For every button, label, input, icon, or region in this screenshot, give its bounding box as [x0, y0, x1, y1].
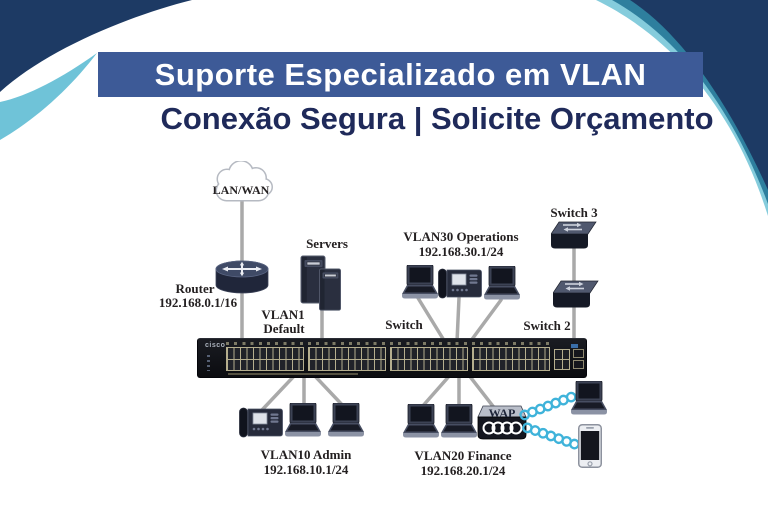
vlan10-label: VLAN10 Admin: [260, 447, 352, 462]
laptop-icon: [326, 403, 366, 439]
switch3-icon: [551, 221, 597, 251]
switch-sticker: [571, 344, 578, 348]
smartphone-icon: [578, 424, 602, 468]
laptop-icon: [401, 404, 441, 440]
vlan1-label-line1: VLAN1: [261, 307, 305, 322]
cisco-logo: cisco: [205, 342, 226, 349]
laptop-icon: [482, 266, 522, 302]
servers-icon: [300, 255, 346, 313]
sfp-slot: [573, 360, 584, 369]
laptop-icon: [439, 404, 479, 440]
left-teal-swoosh: [0, 53, 97, 140]
core-switch-icon: cisco: [197, 338, 587, 378]
port-group: [472, 347, 550, 371]
servers-label: Servers: [306, 236, 348, 251]
server-icon: [318, 268, 342, 312]
switch-label: Switch: [385, 317, 423, 332]
header-decoration: [0, 0, 768, 216]
cloud-label: LAN/WAN: [212, 183, 270, 197]
switch2-icon: [553, 280, 599, 310]
vlan30-ip-label: 192.168.30.1/24: [418, 244, 504, 259]
banner-title-box: Suporte Especializado em VLAN: [98, 52, 703, 97]
connection-line: [468, 298, 503, 344]
port-number-strip: [226, 342, 550, 345]
right-corner-swoosh: [630, 0, 768, 190]
switch-led-column: [207, 355, 210, 371]
banner-subtitle: Conexão Segura | Solicite Orçamento: [160, 101, 714, 136]
ip-phone-icon: [239, 405, 283, 439]
wap-label: WAP: [488, 406, 516, 420]
connection-line: [455, 296, 461, 344]
laptop-icon: [283, 403, 323, 439]
port-group: [308, 347, 386, 371]
laptop-icon: [569, 381, 609, 417]
wireless-link-icon: [521, 421, 582, 452]
left-corner-swoosh: [0, 0, 192, 92]
connection-line: [419, 372, 453, 410]
vlan20-ip-label: 192.168.20.1/24: [420, 463, 506, 478]
vlan30-label: VLAN30 Operations: [403, 229, 519, 244]
wan-cloud-icon: [215, 161, 273, 202]
ip-phone-icon: [438, 266, 482, 300]
switch-model-text: [228, 373, 358, 375]
router-ip-label: 192.168.0.1/16: [158, 295, 238, 310]
vlan1-label-line2: Default: [263, 321, 305, 336]
laptop-icon: [400, 265, 440, 301]
wap-icon: [477, 405, 527, 440]
uplink-ports: [554, 349, 570, 370]
switch2-label: Switch 2: [523, 318, 571, 333]
router-label: Router: [175, 281, 215, 296]
router-icon: [215, 260, 269, 294]
vlan10-ip-label: 192.168.10.1/24: [263, 462, 349, 477]
sfp-slot: [573, 349, 584, 358]
port-group: [390, 347, 468, 371]
switch3-label: Switch 3: [550, 205, 598, 220]
vlan20-label: VLAN20 Finance: [414, 448, 512, 463]
banner-title: Suporte Especializado em VLAN: [154, 56, 647, 92]
port-group: [226, 347, 304, 371]
